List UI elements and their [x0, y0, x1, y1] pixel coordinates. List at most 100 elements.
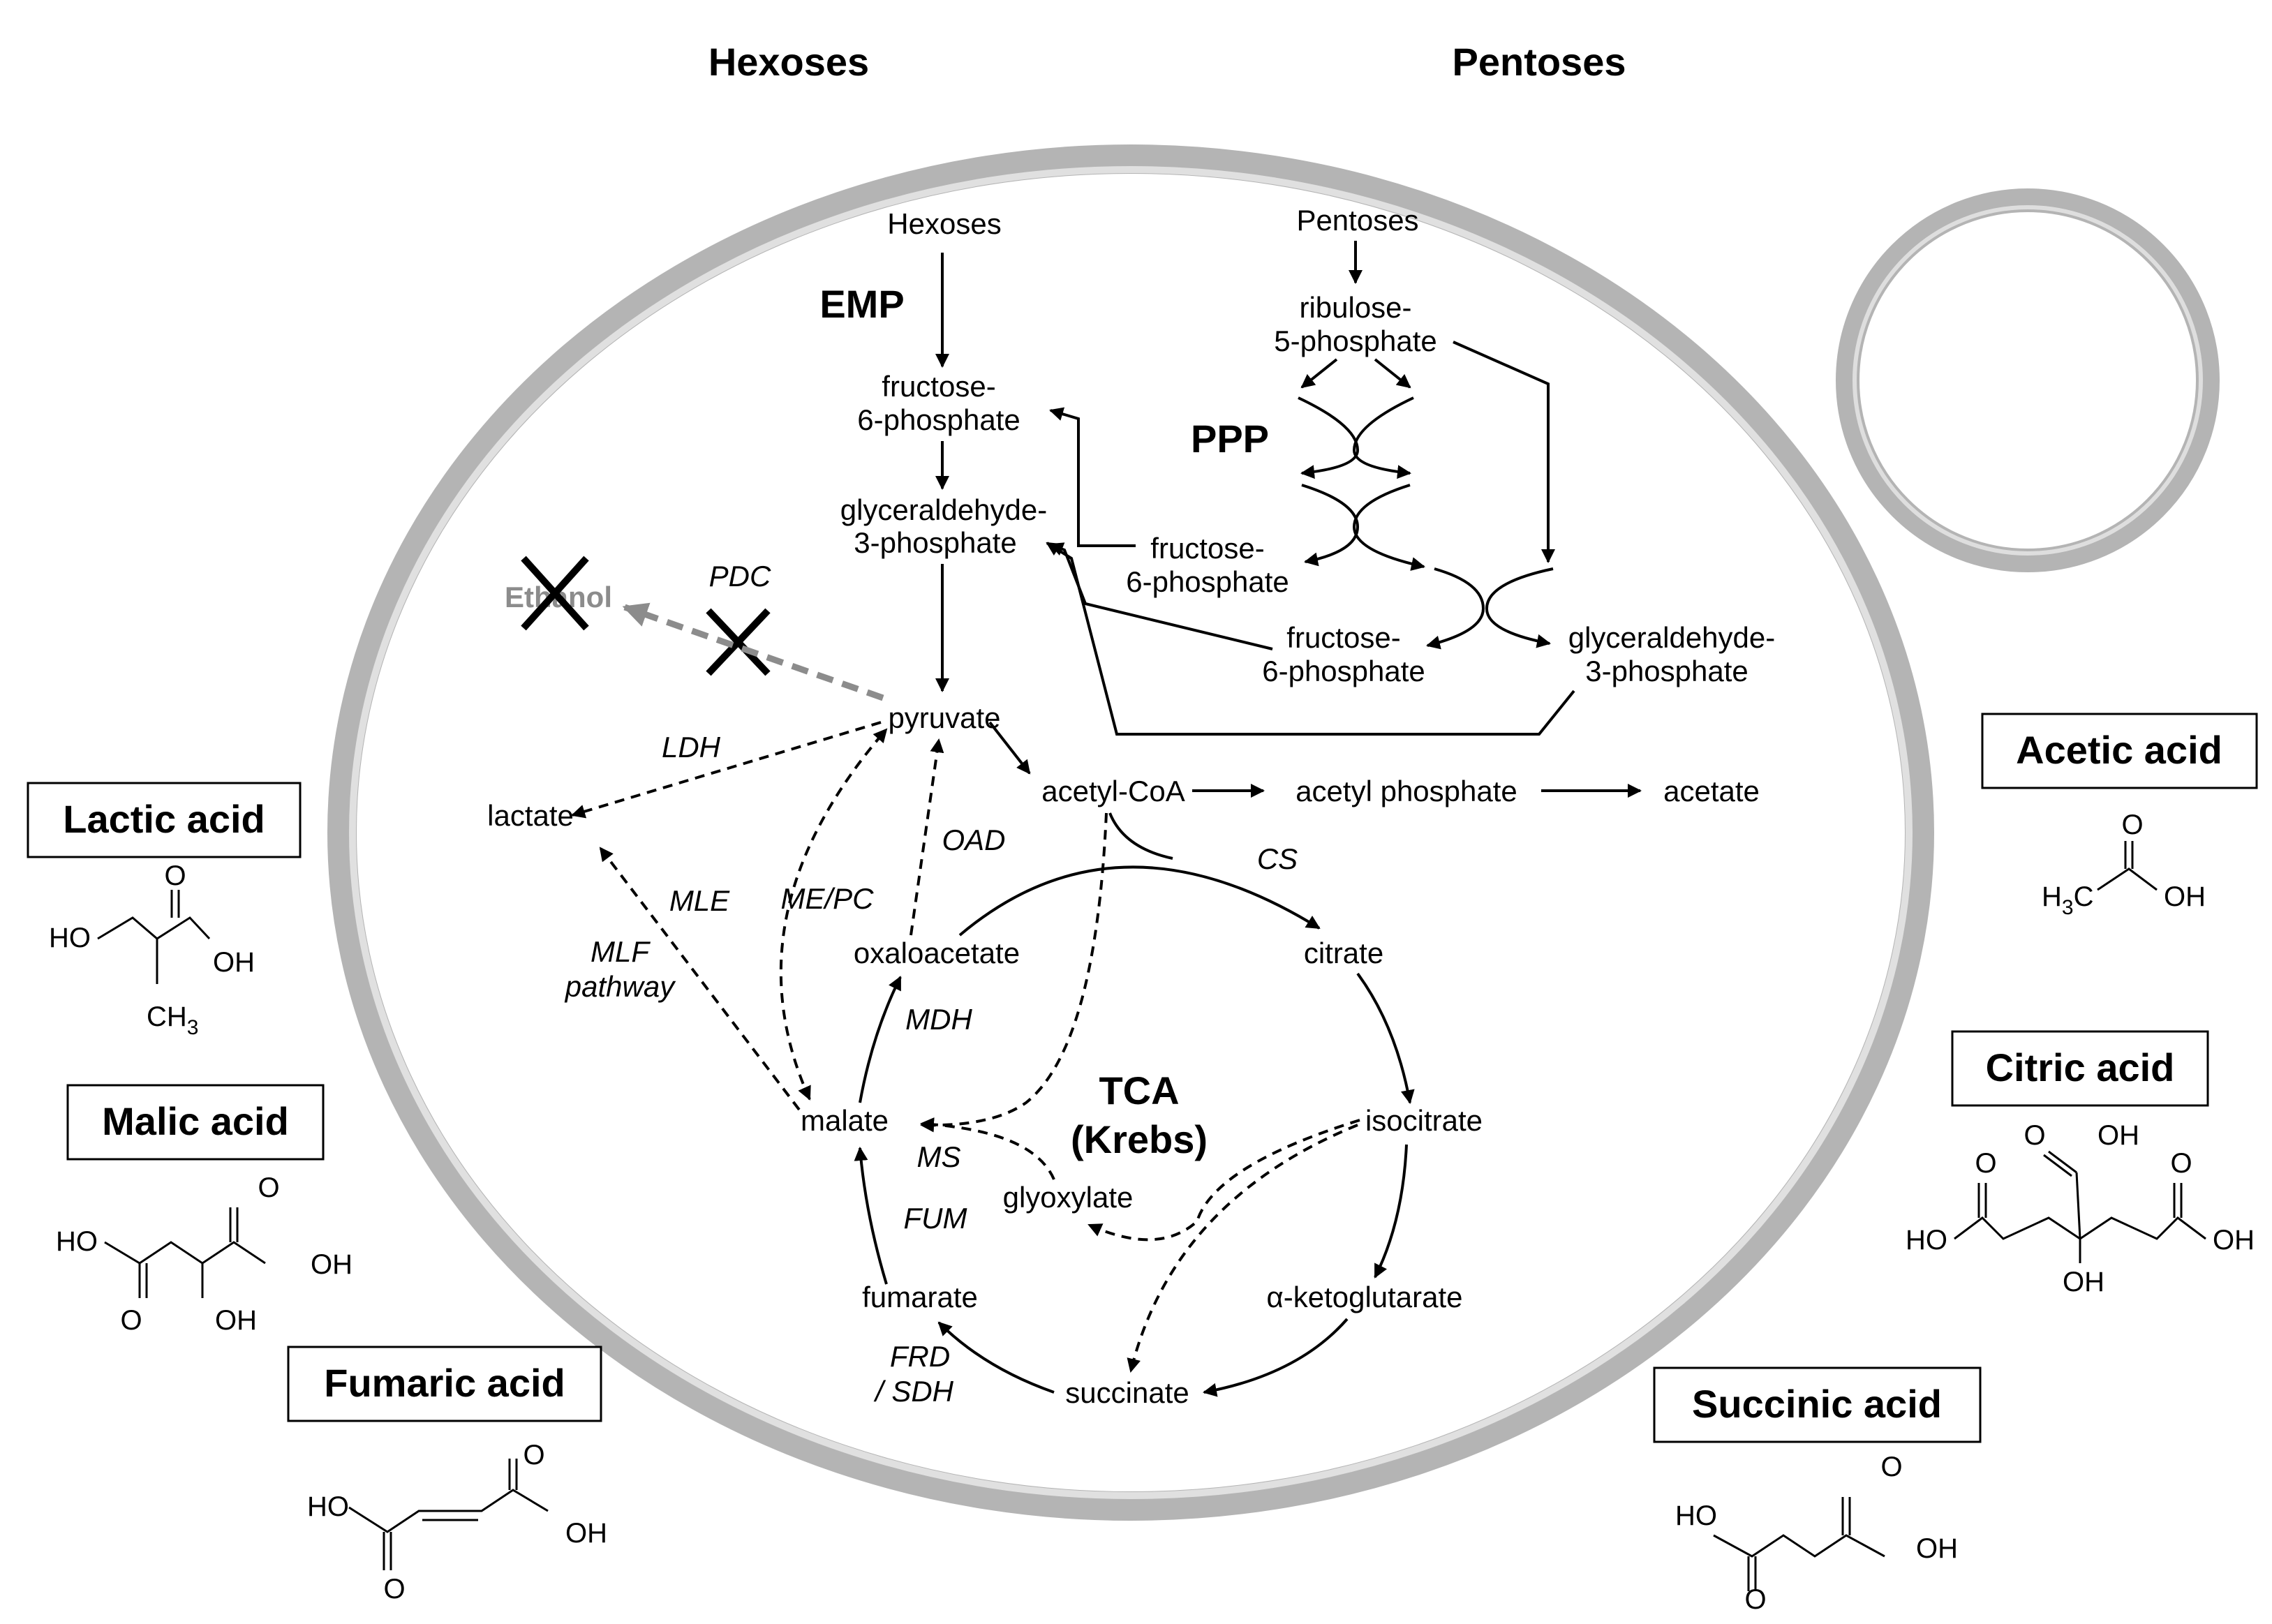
- lactate-metabolite: lactate: [487, 799, 574, 832]
- ethanol-block-x-2: [521, 556, 589, 631]
- ppp-arrows: [1046, 241, 1575, 736]
- header-hexoses: Hexoses: [708, 40, 869, 84]
- bud-cell: [1836, 188, 2220, 572]
- ru5p-line2: 5-phosphate: [1274, 325, 1437, 357]
- succinic-acid-box: Succinic acid: [1653, 1366, 1982, 1443]
- fumaric-acid-title: Fumaric acid: [324, 1361, 565, 1405]
- mother-cell-inner: [349, 166, 1913, 1499]
- hexoses-metabolite: Hexoses: [887, 207, 1001, 240]
- mlf-enzyme-line1: MLF: [591, 935, 651, 968]
- tca-label: TCA: [1099, 1068, 1179, 1112]
- citric-oh-mid: OH: [2063, 1267, 2104, 1297]
- acetic-h3c: H3C: [2042, 881, 2093, 919]
- emp-label: EMP: [819, 282, 904, 326]
- pdc-dashed-arrow: [622, 602, 884, 701]
- malic-acid-structure: O HO OH O OH: [56, 1172, 352, 1336]
- fumarate-metabolite: fumarate: [862, 1281, 978, 1313]
- acetate-metabolite: acetate: [1663, 775, 1760, 807]
- fumaric-acid-box: Fumaric acid: [287, 1346, 602, 1422]
- fumaric-o-bottom: O: [383, 1574, 405, 1604]
- pentoses-metabolite: Pentoses: [1296, 204, 1418, 237]
- citrate-metabolite: citrate: [1304, 937, 1383, 969]
- acetic-o: O: [2121, 810, 2143, 840]
- cs-enzyme: CS: [1257, 842, 1298, 875]
- tca-arrows: [854, 812, 1415, 1397]
- malic-oh: OH: [311, 1249, 352, 1280]
- glyoxylate-metabolite: glyoxylate: [1003, 1181, 1134, 1214]
- malate-metabolite: malate: [801, 1104, 889, 1137]
- citric-o-top: O: [2024, 1120, 2045, 1151]
- g3p-top-line1: glyceraldehyde-: [840, 493, 1048, 526]
- fumaric-o-top: O: [523, 1440, 544, 1470]
- citric-oh-top: OH: [2097, 1120, 2139, 1151]
- oxaloacetate-metabolite: oxaloacetate: [854, 937, 1020, 969]
- acetic-acid-title: Acetic acid: [2016, 728, 2222, 772]
- malic-o-top: O: [258, 1172, 279, 1203]
- frd-enzyme-line1: FRD: [890, 1340, 950, 1373]
- lactic-ho: HO: [49, 923, 91, 953]
- succinic-acid-title: Succinic acid: [1692, 1382, 1942, 1426]
- lactic-o: O: [164, 861, 186, 891]
- acetyl-coa-metabolite: acetyl-CoA: [1041, 775, 1185, 807]
- acetic-acid-structure: O H3C OH: [2042, 810, 2206, 919]
- malic-o-bottom: O: [120, 1305, 142, 1336]
- succinic-acid-structure: O HO OH O: [1675, 1452, 1958, 1615]
- malic-oh-bottom: OH: [215, 1305, 257, 1336]
- malic-acid-title: Malic acid: [102, 1099, 289, 1143]
- acetic-acid-box: Acetic acid: [1981, 713, 2258, 789]
- mother-cell: [327, 144, 1934, 1521]
- header-pentoses: Pentoses: [1453, 40, 1626, 84]
- pdc-enzyme: PDC: [709, 560, 771, 593]
- malic-acid-box: Malic acid: [66, 1084, 325, 1161]
- g3p-top-line2: 3-phosphate: [854, 526, 1017, 559]
- f6p-ppp1-line2: 6-phosphate: [1126, 565, 1289, 598]
- citric-o-left: O: [1975, 1148, 1996, 1179]
- citric-ho: HO: [1906, 1225, 1947, 1256]
- succinate-metabolite: succinate: [1065, 1376, 1189, 1409]
- ldh-enzyme: LDH: [662, 731, 721, 763]
- pyruvate-arrows: [571, 721, 1642, 1111]
- g3p-ppp-line2: 3-phosphate: [1585, 655, 1748, 687]
- lactic-acid-title: Lactic acid: [63, 797, 265, 841]
- citric-acid-box: Citric acid: [1951, 1030, 2209, 1107]
- ppp-label: PPP: [1191, 417, 1269, 461]
- ms-enzyme: MS: [917, 1140, 961, 1173]
- mdh-enzyme: MDH: [905, 1003, 972, 1036]
- lactic-ch: CH3: [147, 1001, 198, 1039]
- f6p-top-line1: fructose-: [882, 370, 995, 403]
- pyruvate-metabolite: pyruvate: [888, 701, 1000, 734]
- citric-acid-structure: O O OH O HO OH OH: [1906, 1120, 2255, 1297]
- citric-o-right: O: [2170, 1148, 2192, 1179]
- oad-enzyme: OAD: [942, 824, 1005, 856]
- succinic-o-top: O: [1880, 1452, 1902, 1482]
- lactic-acid-structure: O HO OH CH3: [49, 861, 255, 1039]
- succinic-ho: HO: [1675, 1500, 1717, 1531]
- yeast-cell: [327, 144, 2220, 1521]
- mle-enzyme: MLE: [669, 884, 730, 917]
- acetic-oh: OH: [2164, 881, 2206, 912]
- lactic-oh: OH: [213, 947, 255, 978]
- succinic-oh: OH: [1916, 1533, 1958, 1564]
- isocitrate-metabolite: isocitrate: [1365, 1104, 1483, 1137]
- malic-ho: HO: [56, 1226, 98, 1257]
- f6p-ppp2-line1: fructose-: [1286, 621, 1400, 654]
- krebs-label: (Krebs): [1071, 1117, 1208, 1161]
- mlf-enzyme-line2: pathway: [564, 970, 676, 1003]
- alpha-kg-metabolite: α-ketoglutarate: [1266, 1281, 1462, 1313]
- f6p-ppp2-line2: 6-phosphate: [1262, 655, 1425, 687]
- g3p-ppp-line1: glyceraldehyde-: [1568, 621, 1776, 654]
- fumaric-acid-structure: O HO OH O: [307, 1440, 607, 1604]
- fum-enzyme: FUM: [904, 1202, 967, 1235]
- ru5p-line1: ribulose-: [1299, 291, 1411, 324]
- citric-acid-title: Citric acid: [1986, 1045, 2175, 1089]
- frd-enzyme-line2: / SDH: [873, 1375, 954, 1408]
- f6p-ppp1-line1: fructose-: [1150, 532, 1264, 565]
- fumaric-ho: HO: [307, 1491, 349, 1522]
- citric-oh: OH: [2213, 1225, 2255, 1256]
- pdc-block-x-2: [706, 608, 771, 676]
- acetyl-phosphate-metabolite: acetyl phosphate: [1295, 775, 1517, 807]
- f6p-top-line2: 6-phosphate: [857, 403, 1020, 436]
- bud-cell-inner: [1853, 205, 2203, 556]
- succinic-o-bottom: O: [1744, 1584, 1766, 1615]
